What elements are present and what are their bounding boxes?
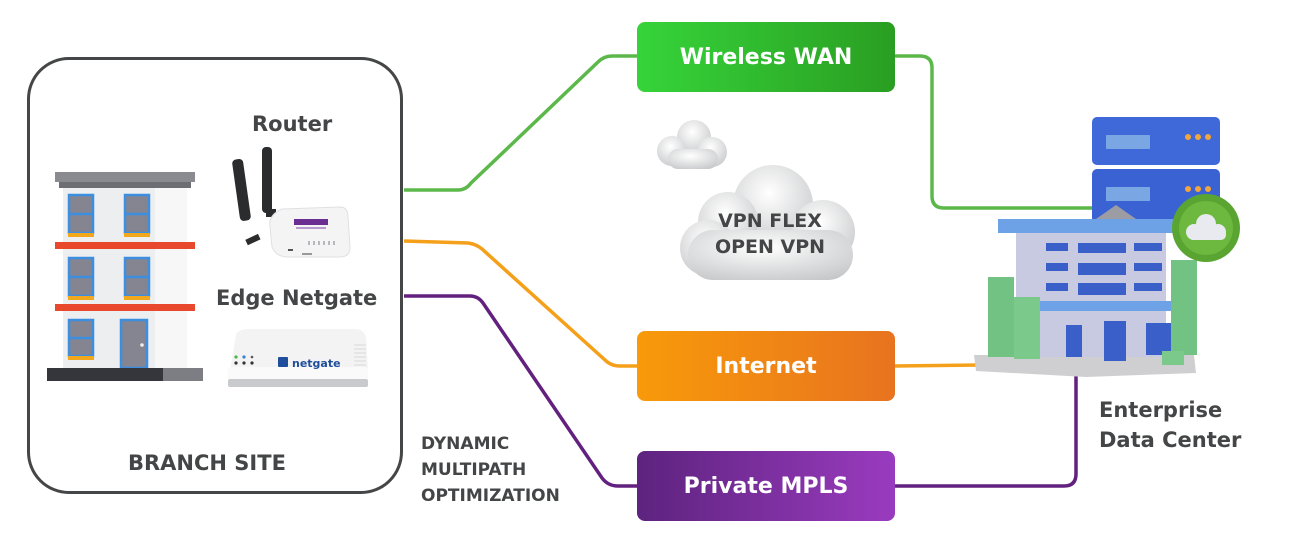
annotation-line-1: DYNAMIC — [421, 434, 510, 454]
mpls-link-line-right — [895, 376, 1078, 488]
branch-building-icon — [47, 172, 203, 381]
branch-site-title: BRANCH SITE — [128, 451, 286, 475]
datacenter-line-2: Data Center — [1099, 428, 1242, 452]
mpls-link-line — [404, 294, 637, 488]
internet-label: Internet — [715, 353, 817, 379]
multipath-annotation: DYNAMIC MULTIPATH OPTIMIZATION — [421, 431, 560, 509]
vpn-cloud-label: VPN FLEX OPEN VPN — [700, 208, 840, 260]
private-mpls-label: Private MPLS — [683, 473, 849, 499]
edge-netgate-label: Edge Netgate — [216, 286, 378, 310]
router-label: Router — [252, 112, 333, 136]
annotation-line-2: MULTIPATH — [421, 460, 527, 480]
branch-site-container — [27, 57, 403, 494]
wireless-wan-node: Wireless WAN — [637, 22, 895, 92]
vpn-line-1: VPN FLEX — [718, 210, 822, 232]
private-mpls-node: Private MPLS — [637, 451, 895, 521]
internet-link-line — [403, 239, 637, 368]
internet-node: Internet — [637, 331, 895, 401]
netgate-brand-text: netgate — [292, 357, 341, 370]
netgate-appliance-icon: netgate — [228, 329, 368, 387]
small-cloud-icon — [657, 120, 727, 169]
wan-link-line-right — [895, 54, 1100, 210]
wan-link-line — [404, 54, 637, 192]
datacenter-line-1: Enterprise — [1099, 398, 1223, 422]
server-stack-icon — [1092, 117, 1220, 223]
cloud-badge-icon — [1172, 194, 1240, 262]
vpn-line-2: OPEN VPN — [714, 236, 826, 258]
internet-link-line-right — [894, 363, 981, 368]
datacenter-label: Enterprise Data Center — [1099, 395, 1241, 455]
router-icon — [232, 147, 351, 258]
office-building-icon — [974, 205, 1197, 377]
vpn-cloud-icon — [680, 165, 855, 280]
wireless-wan-label: Wireless WAN — [679, 44, 853, 70]
annotation-line-3: OPTIMIZATION — [421, 486, 560, 506]
